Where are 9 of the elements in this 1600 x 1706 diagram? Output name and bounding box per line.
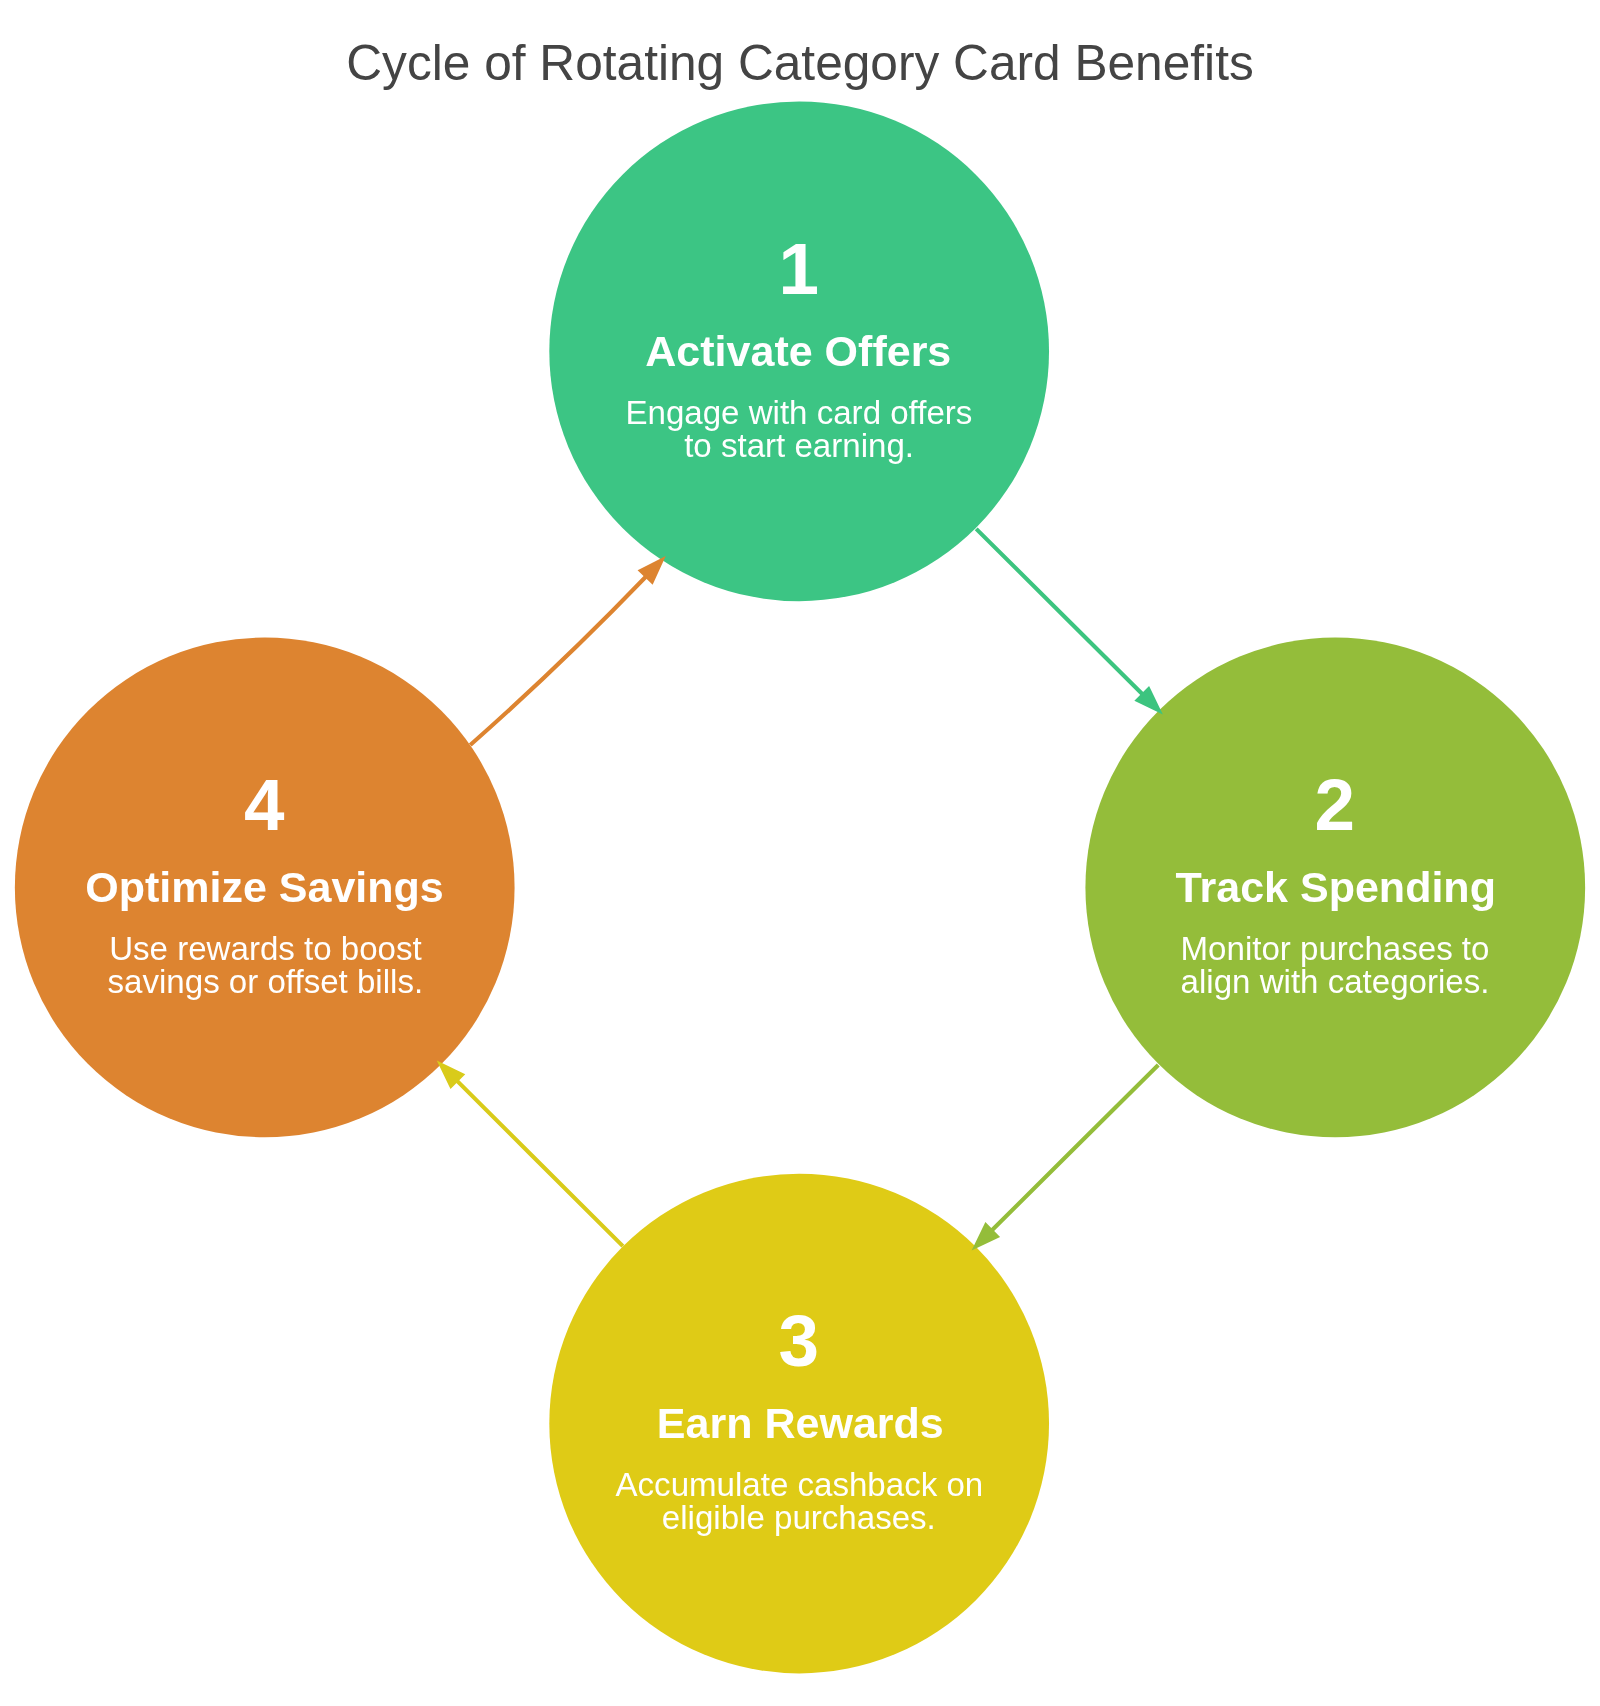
arrow <box>974 526 1163 714</box>
arrow <box>971 1063 1160 1251</box>
node-circle: 3 Earn Rewards Accumulate cashback on eligible purchases. <box>549 1173 1050 1673</box>
node-circle: 4 Optimize Savings Use rewards to boost savings or offset bills. <box>14 637 515 1137</box>
arrow <box>468 555 666 747</box>
node-circle: 2 Track Spending Monitor purchases to align with categories. <box>1085 637 1586 1137</box>
diagram-title: Cycle of Rotating Category Card Benefits <box>346 34 1254 91</box>
arrow <box>436 1060 625 1248</box>
node-circle: 1 Activate Offers Engage with card offers to start earning. <box>549 100 1050 601</box>
